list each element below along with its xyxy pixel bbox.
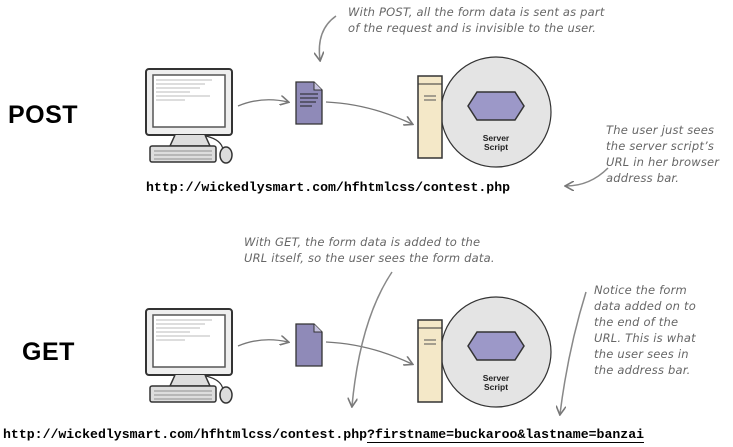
post-method-label: POST — [8, 101, 79, 129]
post-form-document — [295, 81, 323, 125]
post-url: http://wickedlysmart.com/hfhtmlcss/conte… — [146, 180, 511, 195]
get-url-arrow — [560, 291, 587, 414]
get-callout-arrow — [352, 271, 393, 406]
post-url-arrow — [566, 167, 609, 186]
get-url: http://wickedlysmart.com/hfhtmlcss/conte… — [3, 427, 645, 443]
post-server-script-label: Server Script — [482, 133, 510, 152]
get-note-side: Notice the form data added on to the end… — [594, 283, 696, 377]
get-arrow-computer-to-document — [237, 340, 288, 347]
get-note-top: With GET, the form data is added to the … — [244, 235, 495, 265]
get-computer — [145, 308, 233, 404]
get-server-cloud — [440, 296, 552, 408]
get-url-base: http://wickedlysmart.com/hfhtmlcss/conte… — [3, 427, 368, 442]
post-note-top: With POST, all the form data is sent as … — [348, 5, 605, 35]
get-server-script-label: Server Script — [482, 373, 510, 392]
post-callout-arrow — [319, 15, 337, 60]
get-server-tower — [417, 319, 443, 403]
get-arrow-document-to-server — [325, 341, 412, 364]
post-arrow-computer-to-document — [237, 100, 288, 107]
post-arrow-document-to-server — [325, 101, 412, 124]
post-computer — [145, 68, 233, 164]
get-method-label: GET — [22, 338, 75, 366]
post-note-side: The user just sees the server script’s U… — [606, 123, 720, 185]
post-server-cloud — [440, 56, 552, 168]
get-url-query: ?firstname=buckaroo&lastname=banzai — [367, 427, 645, 443]
post-server-tower — [417, 75, 443, 159]
get-empty-document — [295, 323, 323, 367]
